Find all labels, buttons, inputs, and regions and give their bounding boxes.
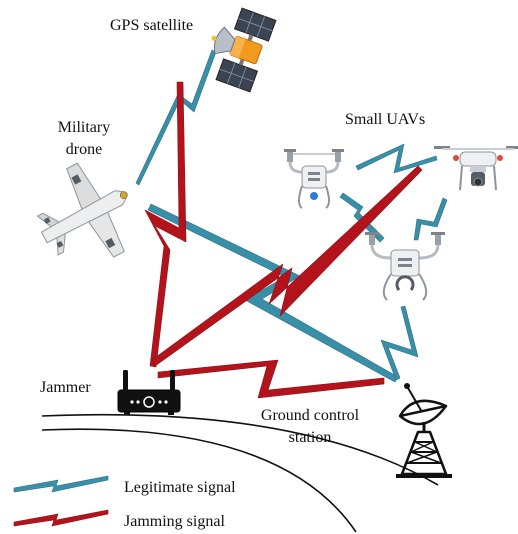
satellite-dish-icon xyxy=(396,383,452,478)
legend-jamming-label: Jamming signal xyxy=(124,513,225,530)
jamming-signal-up xyxy=(144,81,187,368)
legend-legitimate-swatch xyxy=(13,475,109,493)
jammer-router-icon xyxy=(117,370,181,415)
ground-station-label-line2: station xyxy=(288,429,332,446)
legend-legitimate-label: Legitimate signal xyxy=(124,479,236,496)
quadcopter-claw-icon xyxy=(365,232,445,301)
satellite-icon xyxy=(211,7,277,93)
ground-curve-outer xyxy=(41,413,439,486)
legend xyxy=(13,475,109,527)
legitimate-signals xyxy=(135,49,448,383)
jamming-signal-station xyxy=(157,359,385,399)
legit-signal-station-uav xyxy=(380,305,419,381)
quadcopter-icon xyxy=(284,149,344,209)
jamming-signal-uavs xyxy=(151,165,423,367)
legit-signal-uav-uav-right xyxy=(413,197,448,241)
ground-curve-inner xyxy=(41,428,357,533)
jammer-label: Jammer xyxy=(40,379,91,396)
military-drone-label-line2: drone xyxy=(65,141,103,158)
legit-signal-satellite-drone xyxy=(135,49,217,186)
ground-surface xyxy=(41,413,439,533)
legend-jamming-swatch xyxy=(13,509,109,527)
quadcopter-camera-icon xyxy=(434,146,518,191)
legit-signal-uav-uav-top xyxy=(355,143,438,174)
small-uavs-label: Small UAVs xyxy=(345,111,426,128)
military-drone-label-line1: Military xyxy=(57,119,111,136)
military-drone-icon xyxy=(36,162,128,258)
jamming-signals xyxy=(144,81,423,399)
gps-satellite-label: GPS satellite xyxy=(110,17,194,34)
ground-station-label-line1: Ground control xyxy=(260,407,360,424)
